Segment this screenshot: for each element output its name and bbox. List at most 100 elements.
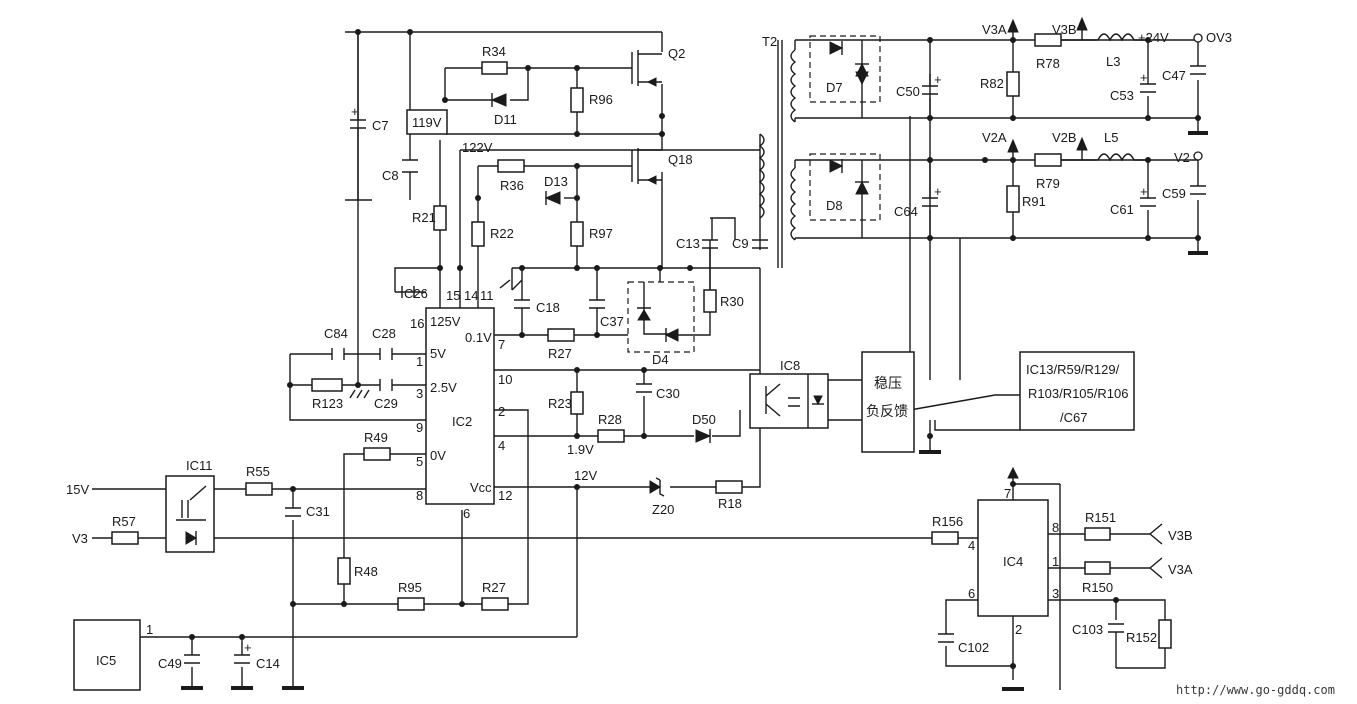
ic4-pin-7: 7 [1004,486,1011,501]
pin-3: 3 [416,386,423,401]
c14-polarity: + [244,640,252,655]
r28-label: R28 [598,412,622,427]
ic2-pin-names: 125V 0.1V 5V 2.5V 0V Vcc [430,314,492,495]
c102-label: C102 [958,640,989,655]
pin-15: 15 [446,288,460,303]
c13-label: C13 [676,236,700,251]
pin-9: 9 [416,420,423,435]
input-v3: V3 [72,531,88,546]
pin-10: 10 [498,372,512,387]
pin-name-0v: 0V [430,448,446,463]
ic4-pin-4: 4 [968,538,975,553]
resistor-bodies [111,33,1172,649]
ic4-body [977,499,1049,617]
r30-label: R30 [720,294,744,309]
feedback-line2: 负反馈 [866,404,908,420]
ic4-pin-1: 1 [1052,554,1059,569]
q18-label: Q18 [668,152,693,167]
output-v2b: V2B [1052,130,1077,145]
output-v3a: V3A [982,22,1007,37]
c37-label: C37 [600,314,624,329]
pin-name-vcc: Vcc [470,480,492,495]
r57-label: R57 [112,514,136,529]
pin-1: 1 [416,354,423,369]
ic2-pin-numbers: 16 15 14 11 7 1 3 9 5 8 10 2 4 12 6 [410,288,512,521]
ic5-body [73,619,141,691]
c9-label: C9 [732,236,749,251]
c47-label: C47 [1162,68,1186,83]
ic5-label: IC5 [96,653,116,668]
input-15v: 15V [66,482,89,497]
c8-label: C8 [382,168,399,183]
ic4-pin-numbers: 7 8 4 1 6 3 2 1 [146,486,1059,637]
feedback-block-text: 稳压 负反馈 [866,376,908,420]
ic4-pin-2: 2 [1015,622,1022,637]
mosfet-q2 [625,50,662,87]
ic4-input-v3b: V3B [1168,528,1193,543]
ic11-label: IC11 [186,458,213,473]
watermark-url: http://www.go-gddq.com [1176,683,1335,697]
note-box [1019,351,1135,431]
feedback-block-body [861,351,915,453]
c14-label: C14 [256,656,280,671]
inductor-l5 [1097,153,1148,162]
r49-label: R49 [364,430,388,445]
c103-label: C103 [1072,622,1103,637]
c31-label: C31 [306,504,330,519]
c29-label: C29 [374,396,398,411]
ic-labels: IC2 IC4 IC5 IC8 IC11 [96,358,1023,668]
voltage-12v: 12V [574,468,597,483]
pin-5: 5 [416,454,423,469]
c64-polarity: + [934,184,942,199]
t2-label: T2 [762,34,777,49]
transformer-t2 [758,40,797,268]
r150-label: R150 [1082,580,1113,595]
note-text: IC13/R59/R129/ R103/R105/R106 /C67 [1026,362,1128,425]
r22-label: R22 [490,226,514,241]
d11-label: D11 [494,112,517,127]
c84-label: C84 [324,326,348,341]
voltage-119v-box [406,109,448,135]
z20-label: Z20 [652,502,674,517]
d13-label: D13 [544,174,568,189]
voltage-1-9v: 1.9V [567,442,594,457]
output-v3b: V3B [1052,22,1077,37]
c64-label: C64 [894,204,918,219]
r18-label: R18 [718,496,742,511]
pin-14: 14 [464,288,478,303]
pin-4: 4 [498,438,505,453]
c53-label: C53 [1110,88,1134,103]
c59-label: C59 [1162,186,1186,201]
c50-polarity: + [934,72,942,87]
pin-name-5v: 5V [430,346,446,361]
secondary-links [1061,39,1098,161]
pin-6: 6 [463,506,470,521]
r123-label: R123 [312,396,343,411]
feedback-line1: 稳压 [874,376,902,392]
note-line3: /C67 [1060,410,1087,425]
ic4-pin-6: 6 [968,586,975,601]
r55-label: R55 [246,464,270,479]
r21-label: R21 [412,210,436,225]
c26-label: C26 [404,286,428,301]
r79-label: R79 [1036,176,1060,191]
capacitor-plates: + + + + + + [184,32,1206,664]
r95-label: R95 [398,580,422,595]
output-v2a: V2A [982,130,1007,145]
note-line2: R103/R105/R106 [1028,386,1128,401]
voltage-122v: 122V [462,140,493,155]
c18-label: C18 [536,300,560,315]
r27-label: R27 [548,346,572,361]
ic4-pin-3: 3 [1052,586,1059,601]
d50-label: D50 [692,412,716,427]
pin-name-01v: 0.1V [465,330,492,345]
c61-label: C61 [1110,202,1134,217]
d4-label: D4 [652,352,669,367]
junction-dots [189,29,1201,669]
c7-polarity: + [351,104,359,119]
output-terminals [1007,16,1203,579]
pin-2: 2 [498,404,505,419]
c50-label: C50 [896,84,920,99]
ground-symbols [181,131,1208,691]
